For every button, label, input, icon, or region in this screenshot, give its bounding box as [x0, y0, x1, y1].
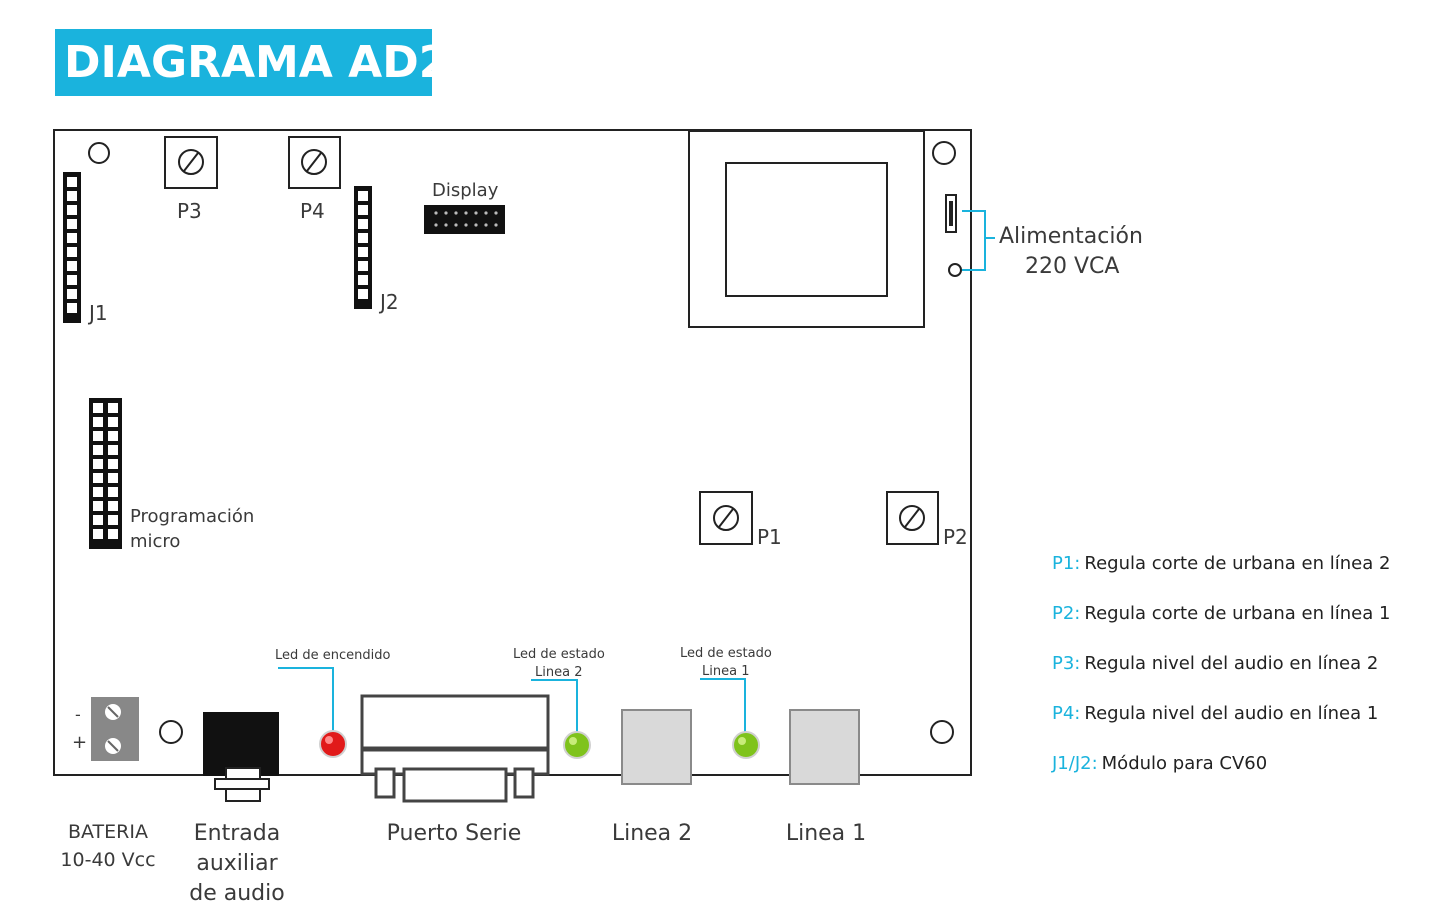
- page-title: DIAGRAMA AD2: [64, 37, 450, 88]
- serial-port: [360, 694, 550, 803]
- legend-text: Regula nivel del audio en línea 1: [1084, 703, 1379, 724]
- led-status-linea1-highlight: [738, 737, 746, 745]
- potentiometer-p1: [699, 491, 753, 545]
- led-power-highlight: [325, 736, 333, 744]
- programming-header: [89, 398, 122, 549]
- led-encendido-leader: [278, 667, 334, 732]
- display-connector: [424, 205, 505, 234]
- legend-key: P2:: [1052, 603, 1081, 624]
- title-banner: [55, 29, 432, 96]
- display-label: Display: [432, 180, 499, 201]
- battery-plus-sign: +: [72, 732, 87, 753]
- puerto-serie-label: Puerto Serie: [387, 821, 522, 846]
- p2-label: P2: [943, 525, 968, 549]
- legend-item-p4: P4:Regula nivel del audio en línea 1: [1052, 703, 1390, 753]
- rj-port-linea1: [789, 709, 860, 785]
- entrada-label-3: de audio: [189, 881, 284, 906]
- power-bracket: [962, 210, 995, 271]
- legend-key: P4:: [1052, 703, 1081, 724]
- p3-label: P3: [177, 199, 202, 223]
- led-status-linea1: [732, 731, 760, 759]
- entrada-label-2: auxiliar: [196, 851, 278, 876]
- bateria-label: BATERIA: [68, 821, 148, 843]
- led-estado-l1-label: Led de estado: [680, 646, 772, 661]
- potentiometer-p3: [164, 136, 218, 189]
- mounting-hole-bottom-left: [159, 720, 183, 744]
- legend-item-p3: P3:Regula nivel del audio en línea 2: [1052, 653, 1390, 703]
- linea1-label: Linea 1: [786, 821, 866, 846]
- led-estado-l2-leader: [531, 679, 578, 732]
- led-estado-l1-sublabel: Linea 1: [702, 664, 749, 679]
- legend-text: Regula nivel del audio en línea 2: [1084, 653, 1379, 674]
- power-connector: [945, 194, 957, 233]
- connector-j1: [63, 172, 81, 323]
- potentiometer-p4: [288, 136, 341, 189]
- legend-text: Regula corte de urbana en línea 2: [1084, 553, 1391, 574]
- connector-j2: [354, 186, 372, 309]
- linea2-label: Linea 2: [612, 821, 692, 846]
- potentiometer-p2: [886, 491, 939, 545]
- battery-terminal: [91, 697, 139, 761]
- entrada-label-1: Entrada: [194, 821, 280, 846]
- legend: P1:Regula corte de urbana en línea 2 P2:…: [1052, 553, 1390, 803]
- j2-label: J2: [378, 290, 399, 314]
- alimentacion-voltage: 220 VCA: [1025, 254, 1119, 279]
- legend-item-p1: P1:Regula corte de urbana en línea 2: [1052, 553, 1390, 603]
- rj-port-linea2: [621, 709, 692, 785]
- legend-key: P1:: [1052, 553, 1081, 574]
- led-estado-l2-label: Led de estado: [513, 647, 605, 662]
- legend-text: Regula corte de urbana en línea 1: [1084, 603, 1391, 624]
- transformer: [688, 130, 925, 328]
- programacion-sublabel: micro: [130, 531, 180, 552]
- mounting-hole-top-left: [88, 142, 110, 164]
- legend-item-p2: P2:Regula corte de urbana en línea 1: [1052, 603, 1390, 653]
- power-hole: [948, 263, 962, 277]
- battery-minus-sign: -: [75, 705, 81, 724]
- led-encendido-label: Led de encendido: [275, 648, 391, 663]
- mounting-hole-top-right: [932, 141, 956, 165]
- legend-item-j1j2: J1/J2:Módulo para CV60: [1052, 753, 1390, 803]
- bateria-voltage-label: 10-40 Vcc: [60, 849, 155, 871]
- audio-jack: [203, 712, 279, 802]
- j1-label: J1: [87, 301, 108, 325]
- led-estado-l1-leader: [700, 678, 746, 732]
- alimentacion-label: Alimentación: [999, 224, 1143, 249]
- led-status-linea2: [563, 731, 591, 759]
- programacion-label: Programación: [130, 506, 254, 527]
- legend-key: J1/J2:: [1052, 753, 1098, 774]
- mounting-hole-bottom-right: [930, 720, 954, 744]
- led-estado-l2-sublabel: Linea 2: [535, 665, 582, 680]
- legend-text: Módulo para CV60: [1101, 753, 1268, 774]
- led-status-linea2-highlight: [569, 737, 577, 745]
- legend-key: P3:: [1052, 653, 1081, 674]
- p4-label: P4: [300, 199, 325, 223]
- led-power: [319, 730, 347, 758]
- p1-label: P1: [757, 525, 782, 549]
